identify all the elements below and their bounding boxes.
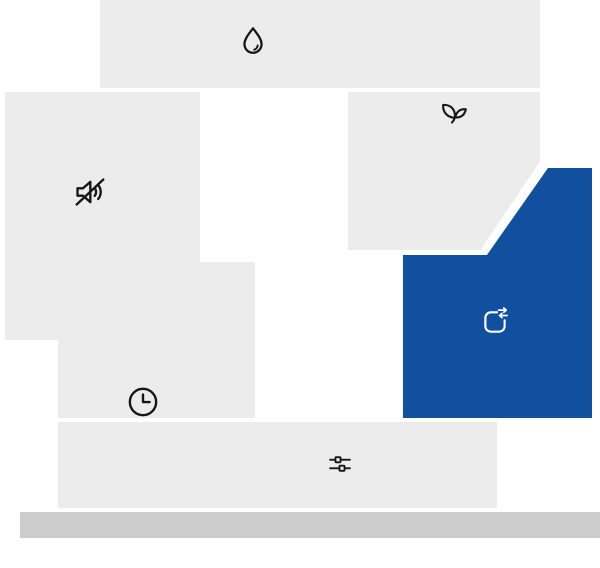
tap-swap-icon (478, 305, 512, 339)
tile-time[interactable] (58, 262, 255, 418)
horizontal-scrollbar[interactable] (20, 512, 600, 538)
leaves-icon (437, 95, 473, 131)
water-drop-icon (235, 24, 271, 60)
clock-icon (124, 383, 162, 421)
tile-settings-sliders[interactable] (58, 422, 497, 508)
sliders-icon (324, 448, 356, 480)
tile-water-drop[interactable] (100, 0, 540, 88)
speaker-muted-icon (70, 172, 110, 212)
